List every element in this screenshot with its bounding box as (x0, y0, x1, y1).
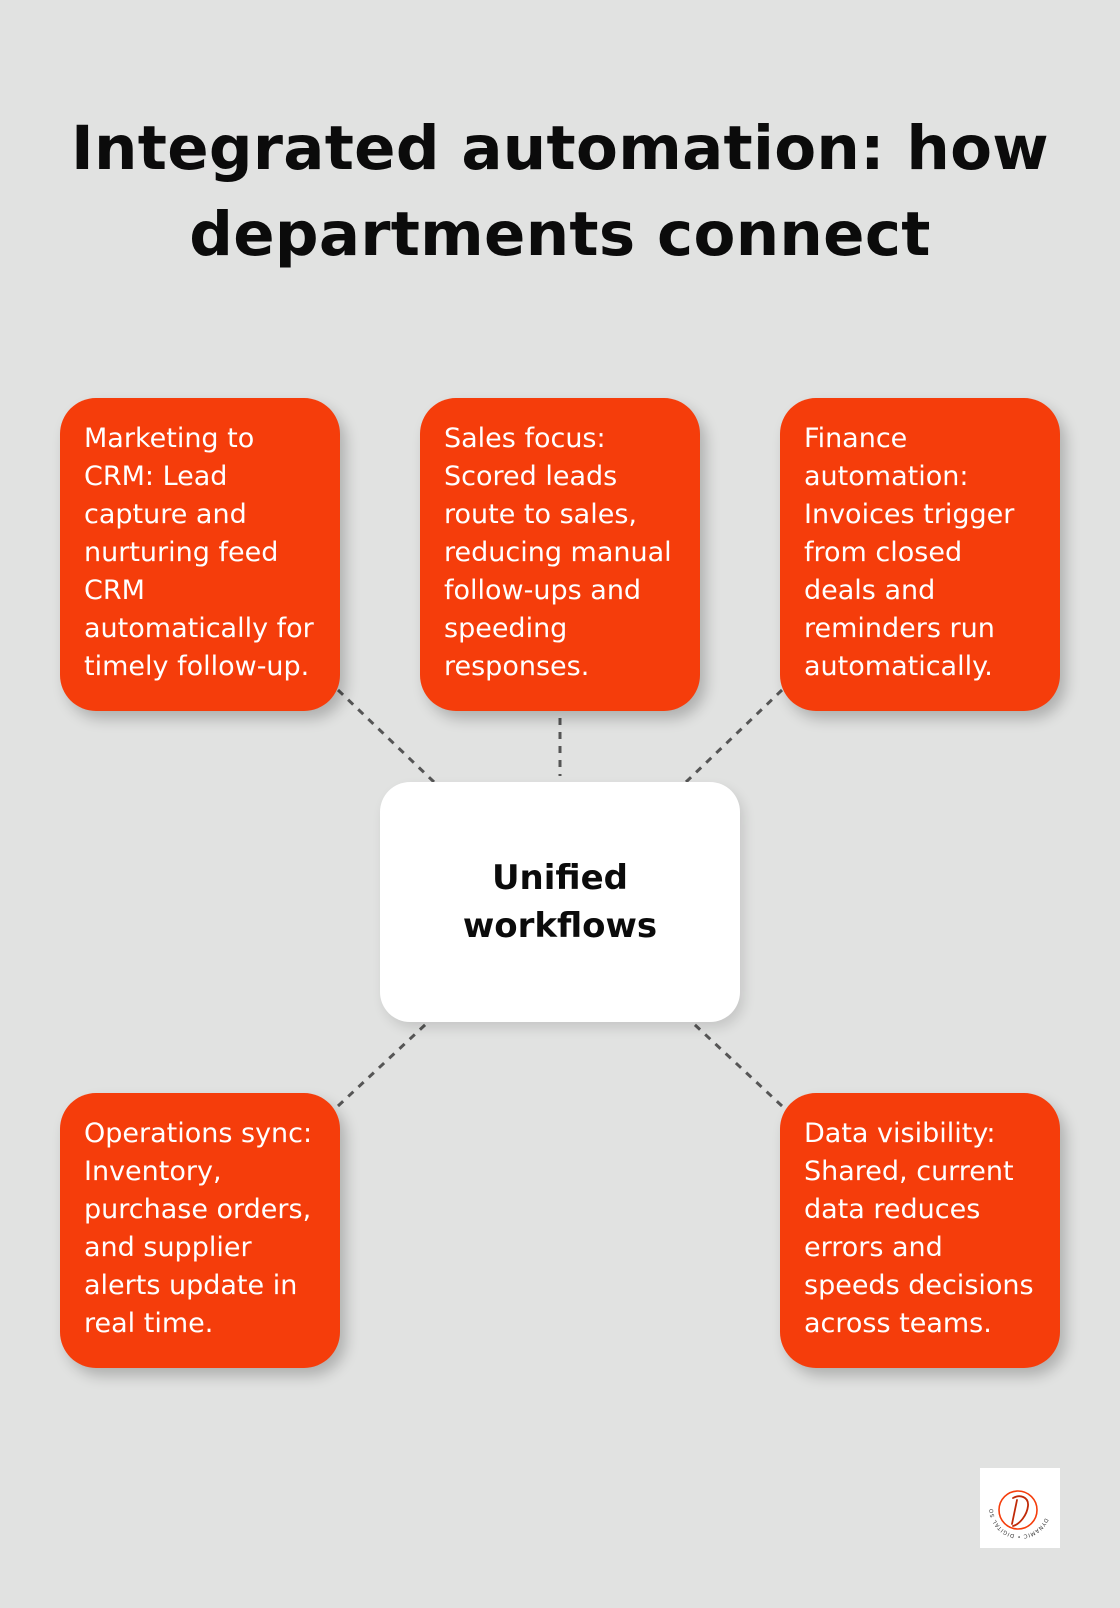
card-data-visibility: Data visibility: Shared, current data re… (780, 1093, 1060, 1368)
connector-data-visibility (692, 1022, 784, 1108)
logo-icon: DYNAMIC • DIGITAL SOLUTIONS (984, 1472, 1048, 1539)
center-node: Unified workflows (380, 782, 740, 1022)
page-title: Integrated automation: how departments c… (71, 113, 1049, 270)
card-marketing-to-crm: Marketing to CRM: Lead capture and nurtu… (60, 398, 340, 711)
card-marketing-text: Marketing to CRM: Lead capture and nurtu… (84, 423, 314, 682)
card-sales-focus: Sales focus: Scored leads route to sales… (420, 398, 700, 711)
connector-finance (684, 688, 784, 784)
card-finance-text: Finance automation: Invoices trigger fro… (804, 423, 1015, 682)
card-finance-automation: Finance automation: Invoices trigger fro… (780, 398, 1060, 711)
card-data-visibility-text: Data visibility: Shared, current data re… (804, 1118, 1034, 1339)
connector-marketing (336, 688, 436, 784)
brand-logo: DYNAMIC • DIGITAL SOLUTIONS (980, 1468, 1060, 1548)
connector-operations (336, 1022, 428, 1108)
card-operations-text: Operations sync: Inventory, purchase ord… (84, 1118, 313, 1339)
card-operations-sync: Operations sync: Inventory, purchase ord… (60, 1093, 340, 1368)
card-sales-text: Sales focus: Scored leads route to sales… (444, 423, 672, 682)
center-label: Unified workflows (462, 858, 658, 946)
